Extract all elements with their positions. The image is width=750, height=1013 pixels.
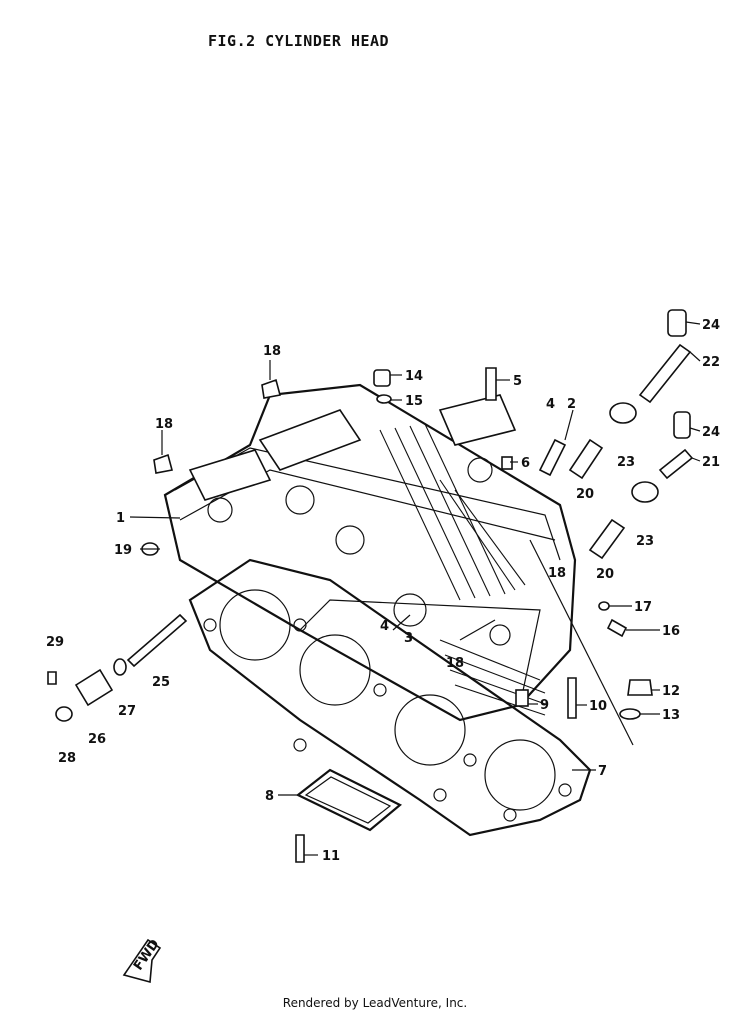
plug-28 [55, 706, 73, 722]
footer-credit: Rendered by LeadVenture, Inc. [282, 996, 468, 1010]
cap-18-top [261, 378, 281, 399]
callout-4-lower: 4 [380, 619, 389, 634]
callout-26: 26 [88, 732, 106, 747]
bolt-10 [567, 677, 577, 719]
callout-5: 5 [513, 374, 522, 389]
cap-18-left [153, 453, 173, 474]
plug-cap-21 [658, 448, 694, 480]
oil-seal-27 [113, 658, 127, 676]
callout-25: 25 [152, 675, 170, 690]
washer-17 [598, 601, 610, 611]
callout-20-upper: 20 [576, 487, 594, 502]
tach-housing-26 [74, 668, 114, 707]
tach-drive-gear-25 [126, 613, 188, 668]
callout-16: 16 [662, 624, 680, 639]
callout-20-lower: 20 [596, 567, 614, 582]
callout-6: 6 [521, 456, 530, 471]
bolt-11 [295, 834, 305, 863]
seal-23-lower [631, 481, 659, 503]
spark-plug-2 [538, 438, 567, 477]
callout-8: 8 [265, 789, 274, 804]
callout-22: 22 [702, 355, 720, 370]
spark-plug-20-upper [568, 438, 604, 480]
callout-23-lower: 23 [636, 534, 654, 549]
callout-11: 11 [322, 849, 340, 864]
callout-17: 17 [634, 600, 652, 615]
leader-lines [129, 321, 701, 856]
callout-13: 13 [662, 708, 680, 723]
callout-14: 14 [405, 369, 423, 384]
callout-10: 10 [589, 699, 607, 714]
callout-9: 9 [540, 698, 549, 713]
callout-24-lower: 24 [702, 425, 720, 440]
washer-13 [619, 708, 641, 720]
washer-15 [376, 394, 392, 404]
callout-1: 1 [116, 511, 125, 526]
callout-7: 7 [598, 764, 607, 779]
cam-chain-gasket [295, 768, 402, 832]
callout-18-left: 18 [155, 417, 173, 432]
figure-title: FIG.2 CYLINDER HEAD [208, 32, 390, 50]
callout-27: 27 [118, 704, 136, 719]
cap-nut-14 [373, 369, 391, 387]
callout-2: 2 [567, 397, 576, 412]
spark-plugs [538, 438, 626, 560]
callout-29: 29 [46, 635, 64, 650]
fwd-arrow-icon: FWD [122, 937, 163, 984]
cylinder-head [163, 383, 577, 722]
callout-18-right: 18 [548, 566, 566, 581]
callout-19: 19 [114, 543, 132, 558]
tachometer-drive [47, 613, 188, 722]
callout-3: 3 [404, 631, 413, 646]
spark-plug-20-lower [588, 518, 626, 560]
callout-23-upper: 23 [617, 455, 635, 470]
plug-caps-and-seals [609, 309, 694, 503]
screw-29 [47, 671, 57, 685]
cap-nut-12 [627, 679, 653, 696]
callout-12: 12 [662, 684, 680, 699]
callout-18-center: 18 [446, 656, 464, 671]
bolt-5 [485, 367, 497, 401]
callout-4-upper: 4 [546, 397, 555, 412]
callout-18-top: 18 [263, 344, 281, 359]
callout-15: 15 [405, 394, 423, 409]
callout-24-upper: 24 [702, 318, 720, 333]
dowel-9 [515, 689, 529, 707]
terminal-24-lower [673, 411, 691, 439]
bolt-16 [606, 618, 628, 638]
callout-28: 28 [58, 751, 76, 766]
seal-23-upper [609, 402, 637, 424]
dowel-6 [501, 456, 513, 470]
cap-nuts-and-washers [141, 367, 653, 863]
plug-cap-22 [638, 343, 692, 404]
callout-numbers: 1 2 3 4 4 5 6 7 8 9 10 11 12 13 14 15 16… [46, 318, 720, 864]
fwd-label: FWD [131, 937, 163, 974]
callout-21: 21 [702, 455, 720, 470]
terminal-24-upper [667, 309, 687, 337]
